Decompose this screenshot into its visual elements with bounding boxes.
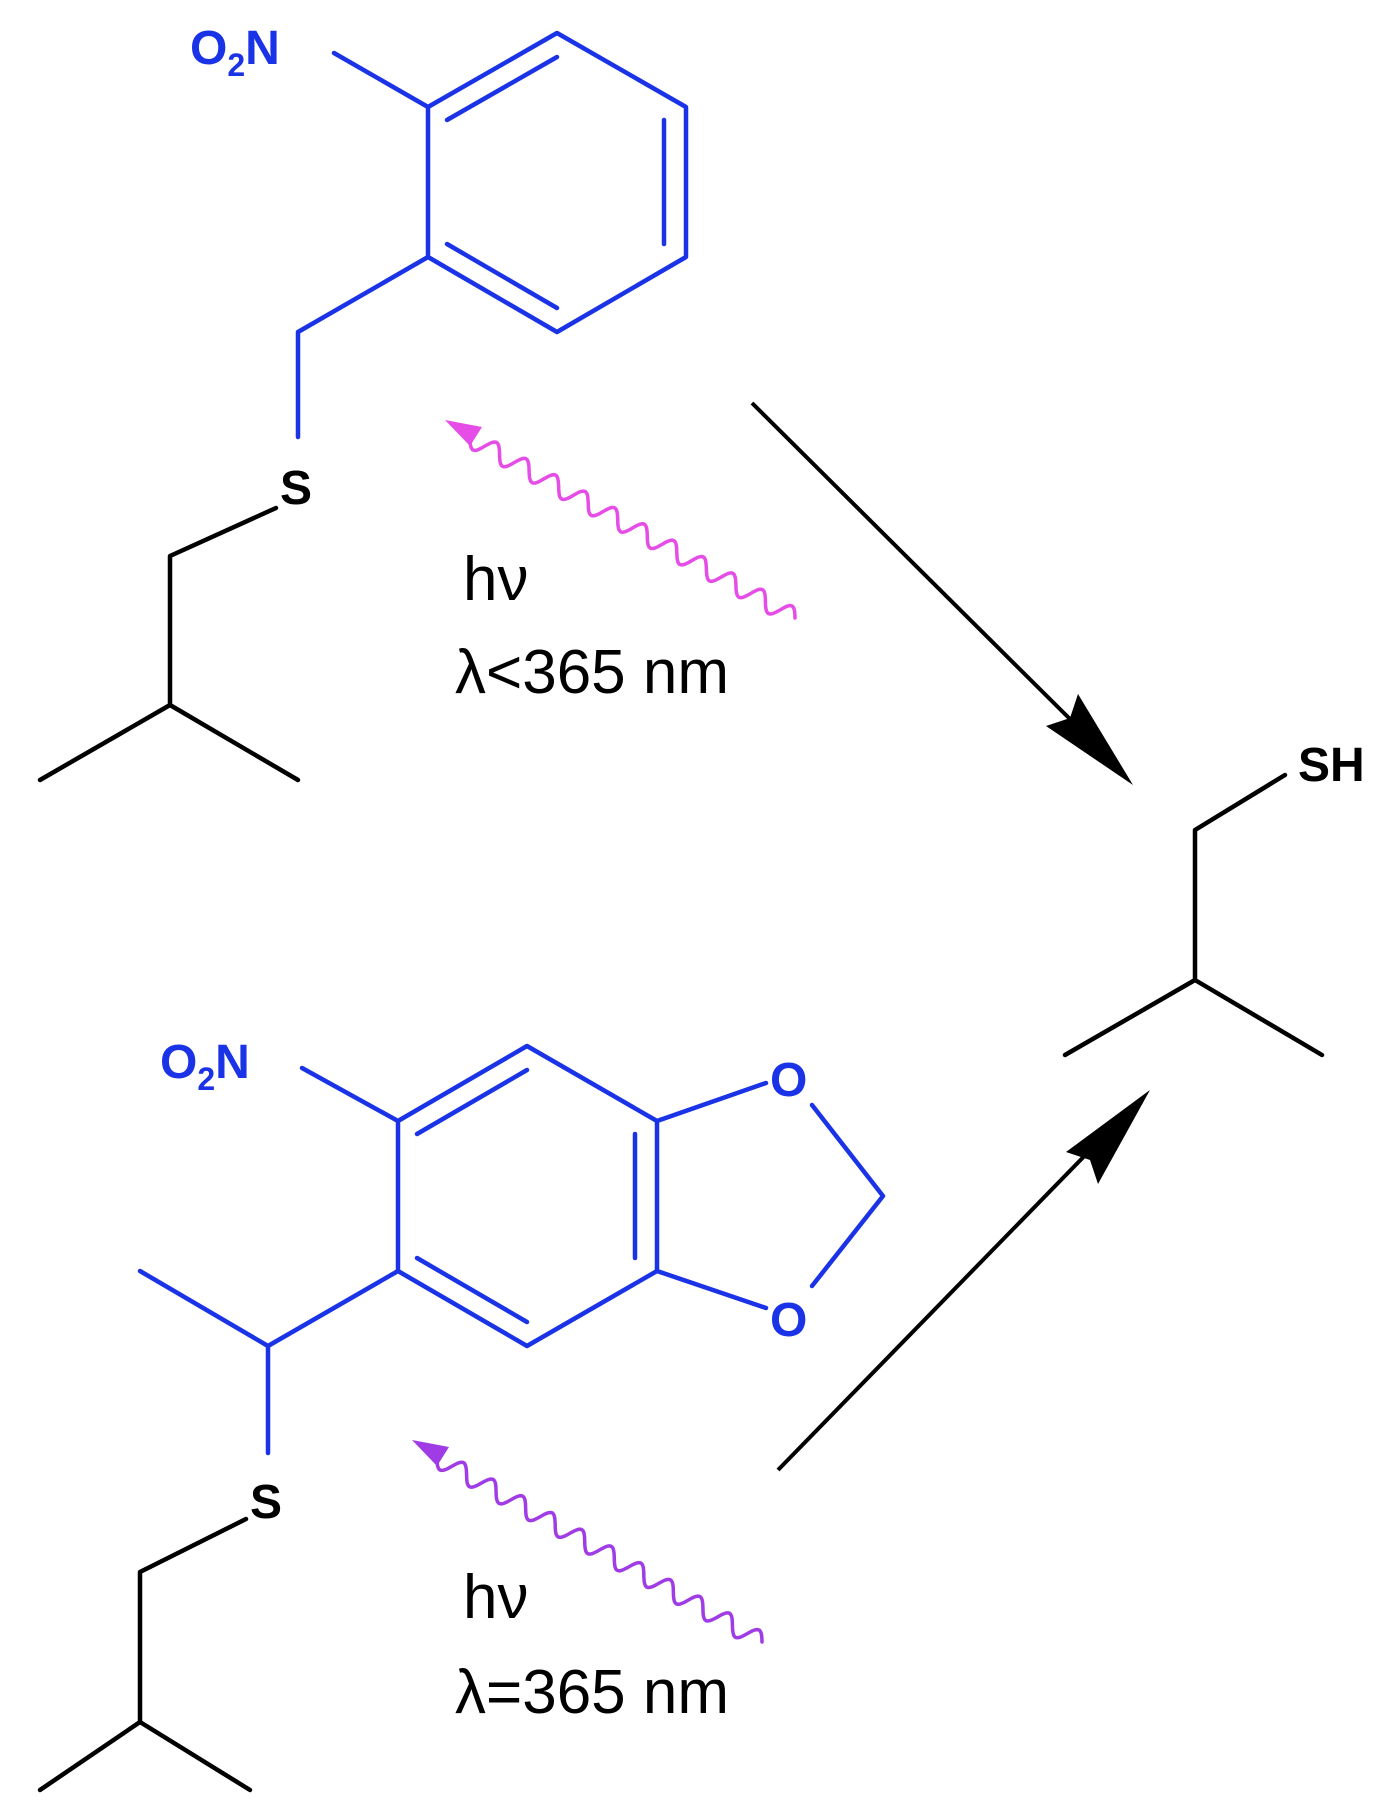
bottom-condition-hv: hν bbox=[463, 1563, 528, 1632]
bottom-isobutyl-chain bbox=[37, 1516, 249, 1793]
arrow-icon bbox=[776, 1090, 1150, 1472]
bottom-oxygen-1-label: O bbox=[770, 1054, 807, 1107]
bottom-dioxole-ring bbox=[654, 1080, 886, 1311]
bottom-benzyl-bonds bbox=[137, 1268, 401, 1349]
product-thiol-label: SH bbox=[1298, 739, 1365, 792]
top-condition-wavelength: λ<365 nm bbox=[455, 638, 729, 707]
bottom-benzene-ring bbox=[395, 1043, 660, 1349]
arrow-icon bbox=[750, 401, 1133, 785]
bottom-condition-wavelength: λ=365 nm bbox=[455, 1658, 729, 1727]
top-benzyl-bonds bbox=[295, 254, 431, 440]
top-benzene-ring bbox=[425, 30, 689, 335]
bottom-nitro-bond bbox=[299, 1065, 401, 1124]
top-sulfur-label: S bbox=[280, 462, 312, 515]
wavy-arrow-icon bbox=[445, 420, 797, 620]
bottom-molecule: O2N O O S bbox=[37, 1036, 886, 1793]
product-molecule: SH bbox=[1062, 739, 1365, 1058]
bottom-sulfur-label: S bbox=[250, 1476, 282, 1529]
wavy-arrow-icon bbox=[412, 1440, 764, 1644]
top-condition-hv: hν bbox=[463, 545, 528, 614]
bottom-oxygen-2-label: O bbox=[770, 1294, 807, 1347]
top-isobutyl-chain bbox=[37, 505, 279, 783]
bottom-nitro-label: O2N bbox=[160, 1036, 250, 1097]
top-nitro-label: O2N bbox=[190, 22, 280, 83]
top-nitro-bond bbox=[331, 50, 431, 110]
top-molecule: O2N S bbox=[37, 22, 689, 783]
